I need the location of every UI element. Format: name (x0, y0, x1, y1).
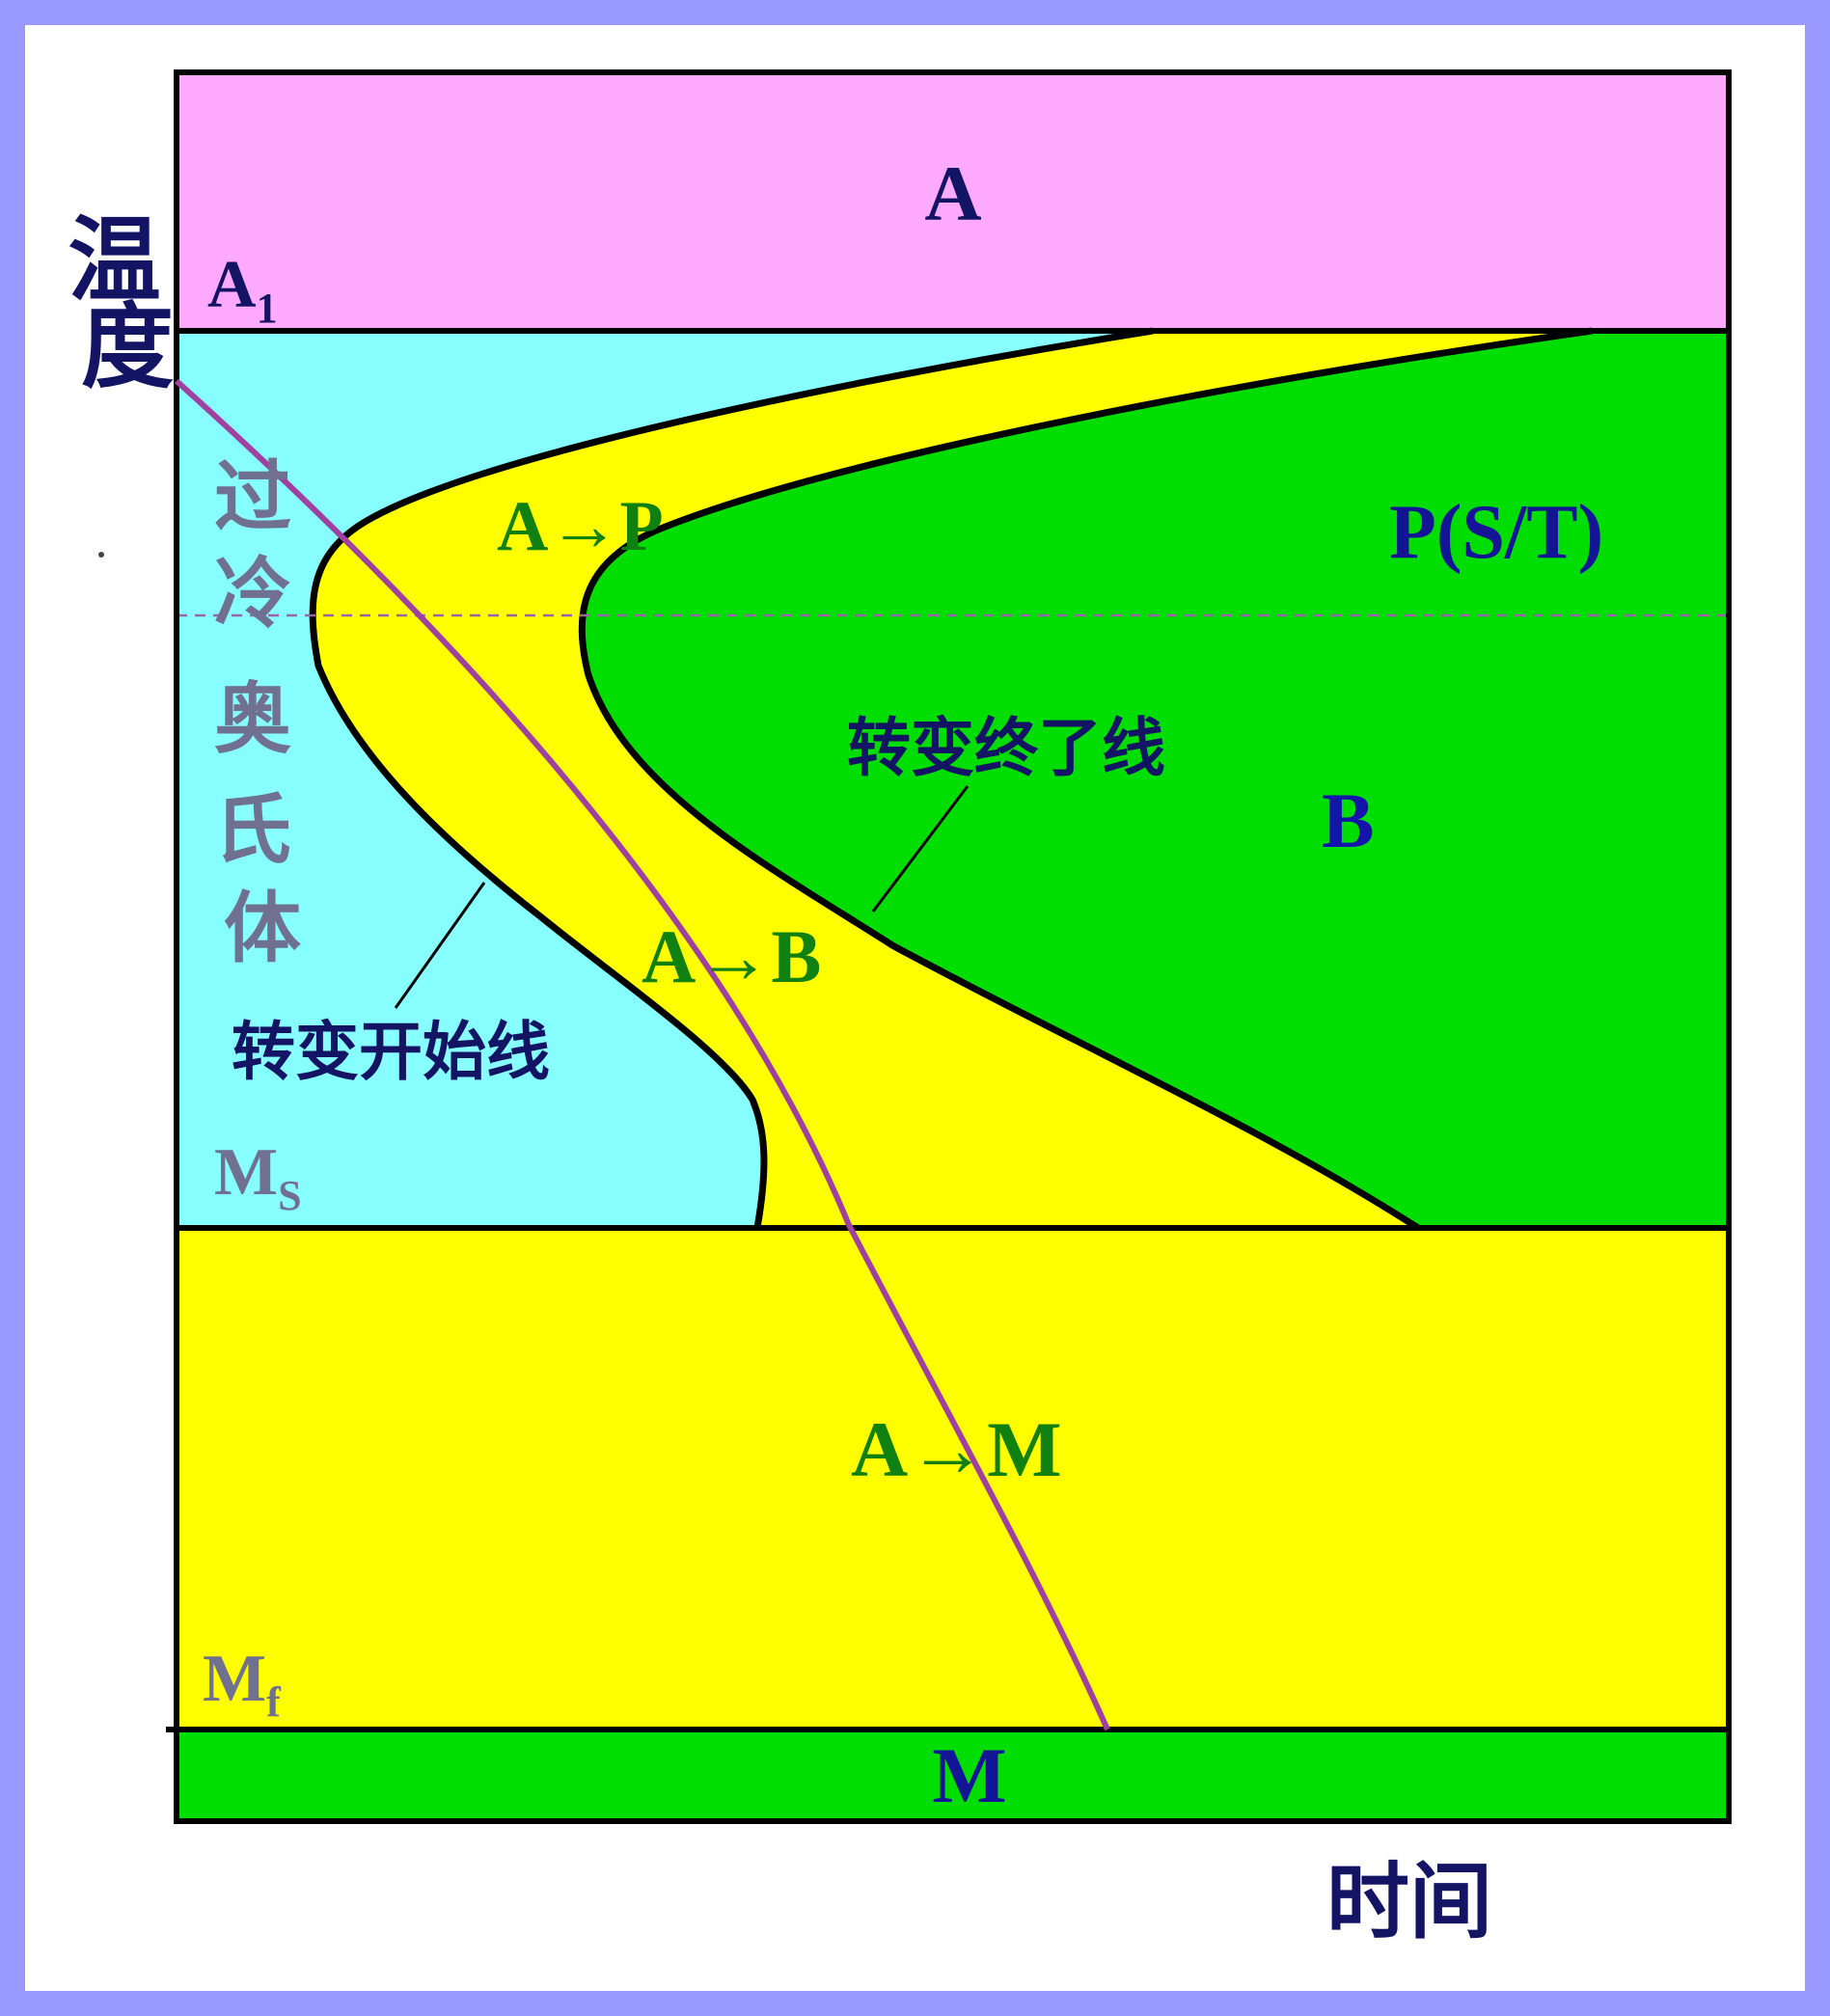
martensite-transformation-region (177, 1228, 1729, 1730)
transformation-finish-line (578, 327, 1593, 1231)
a-to-b-label: A→B (642, 914, 821, 998)
mf-label: Mf (203, 1642, 282, 1726)
ms-label: MS (214, 1135, 302, 1219)
transformation-start-line (309, 327, 1154, 1229)
supercooled-char-3: 奥 (214, 678, 291, 763)
mf-label-main: M (203, 1642, 266, 1716)
plot-frame (174, 69, 1732, 1824)
ms-label-main: M (214, 1135, 278, 1210)
a1-label-sub: 1 (257, 285, 278, 332)
y-axis-char-2: 度 (81, 296, 174, 399)
product-region (582, 331, 1729, 1228)
cooling-curve (174, 378, 1110, 1731)
mf-label-sub: f (266, 1678, 282, 1726)
start-line-label: 转变开始线 (232, 1016, 550, 1087)
start-line-leader (394, 882, 486, 1009)
supercooled-char-2: 冷 (214, 553, 291, 638)
finish-line-leader (871, 785, 970, 913)
x-axis-label: 时间 (1326, 1856, 1492, 1948)
supercooled-char-4: 氏 (214, 789, 291, 874)
martensite-region (177, 1730, 1729, 1821)
bainite-label: B (1322, 776, 1375, 864)
pearlite-label: P(S/T) (1389, 490, 1603, 575)
stray-dot (98, 552, 104, 558)
y-axis-char-1: 温 (68, 209, 161, 313)
supercooled-austenite-label: 过 冷 奥 氏 体 (214, 456, 311, 972)
ms-label-sub: S (278, 1172, 301, 1219)
supercooled-char-1: 过 (214, 456, 291, 541)
a-to-m-label: A→M (851, 1405, 1062, 1493)
martensite-label: M (932, 1731, 1006, 1819)
austenite-label: A (924, 150, 981, 237)
austenite-region (177, 72, 1729, 331)
y-axis-label: 温 度 (68, 209, 187, 399)
a-to-p-label: A→P (497, 487, 664, 566)
supercooled-char-5: 体 (224, 887, 301, 972)
a1-label-main: A (207, 248, 257, 322)
finish-line-label: 转变终了线 (847, 712, 1165, 783)
a1-label: A1 (207, 248, 278, 332)
